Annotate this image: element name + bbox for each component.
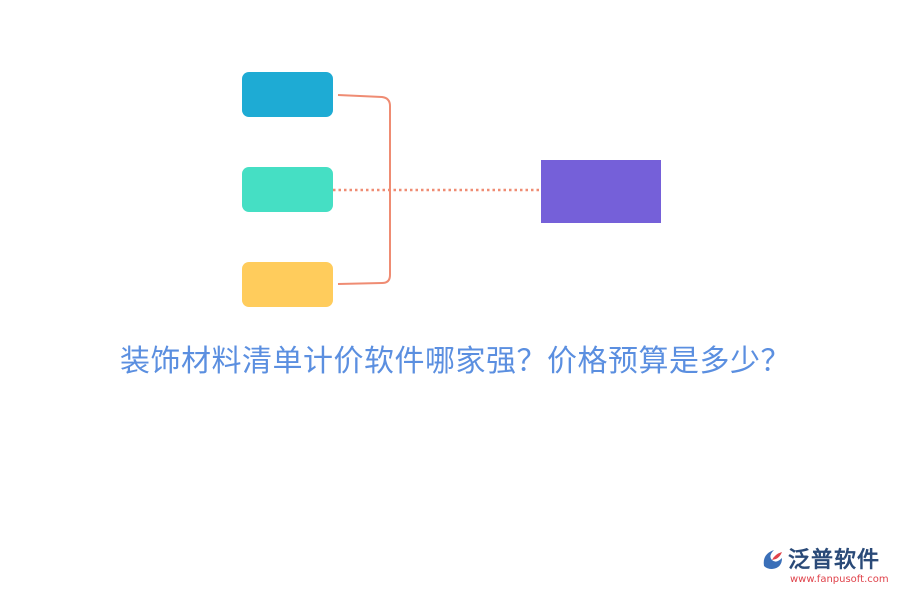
- node-blue-box: [242, 72, 333, 117]
- logo-name: 泛普软件: [788, 548, 881, 573]
- node-yellow-box: [242, 262, 333, 307]
- logo-url: www.fanpusoft.com: [790, 574, 889, 585]
- node-green-box: [242, 167, 333, 212]
- target-box: [541, 160, 661, 223]
- page-title: 装饰材料清单计价软件哪家强？价格预算是多少？: [120, 344, 791, 379]
- brand-logo: 泛普软件 www.fanpusoft.com: [760, 542, 890, 592]
- logo-icon: [763, 550, 782, 569]
